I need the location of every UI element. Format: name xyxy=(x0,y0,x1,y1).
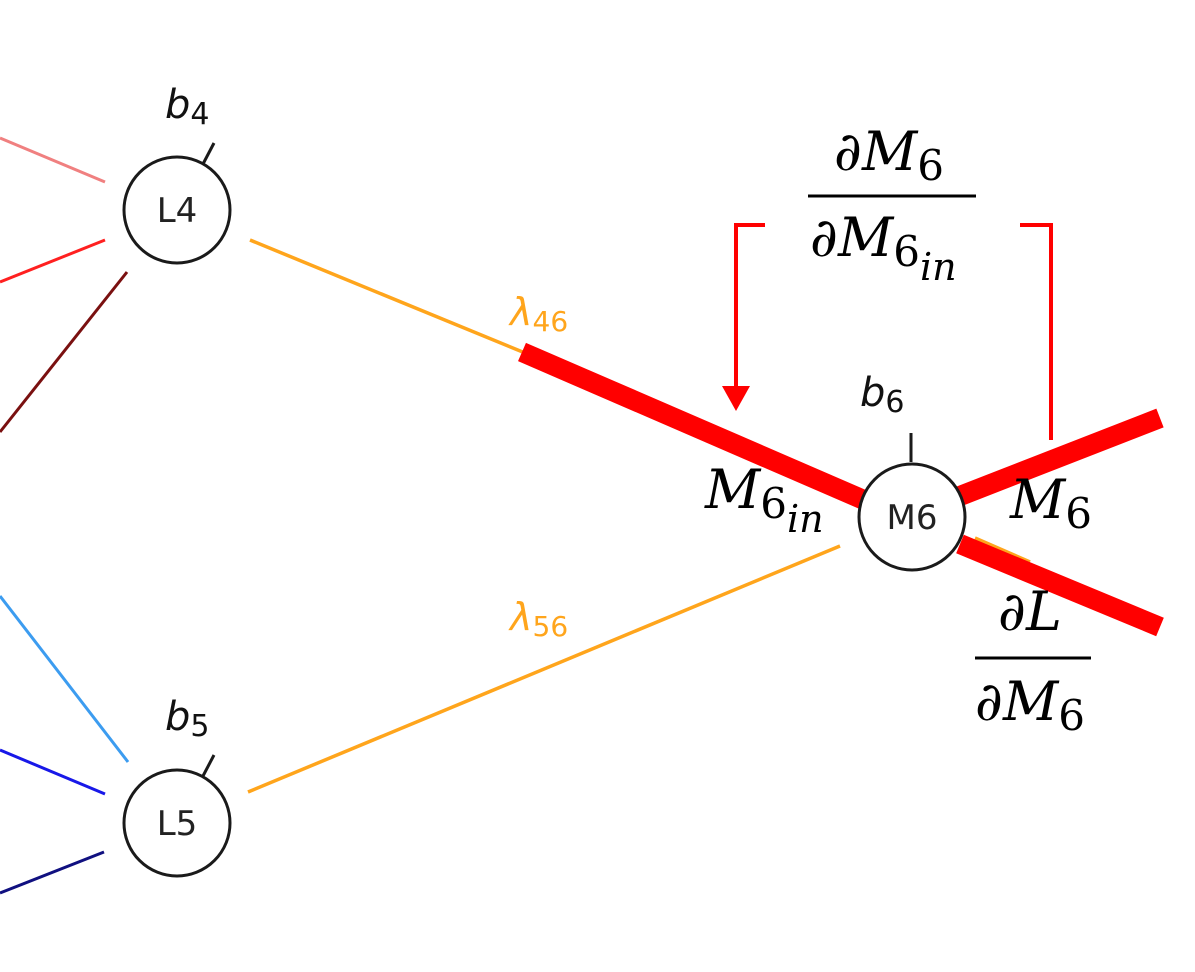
bracket-right-line xyxy=(1020,223,1053,440)
node-l5-label: L5 xyxy=(157,804,198,844)
edge-l5-m6 xyxy=(247,544,841,794)
fraction-dm6-dm6in-denominator: ∂M6in xyxy=(810,206,957,289)
fraction-dm6-dm6in: ∂M6 ∂M6in xyxy=(808,120,976,289)
weight-label-56: λ56 xyxy=(508,595,568,643)
highlight-edge-m6-in xyxy=(518,342,868,510)
fraction-dl-dm6-denominator: ∂M6 xyxy=(975,670,1085,740)
fraction-dl-dm6-numerator: ∂L xyxy=(998,580,1062,643)
fraction-dl-dm6: ∂L ∂M6 xyxy=(975,580,1091,740)
edge-in-red-l4 xyxy=(0,238,106,284)
weight-label-46: λ46 xyxy=(508,290,568,338)
node-l4-label: L4 xyxy=(157,191,198,231)
edge-in-lightblue-l5 xyxy=(0,595,130,763)
node-l5: L5 xyxy=(122,768,232,878)
bias-tick-l4 xyxy=(201,142,216,165)
bracket-left-arrow-line xyxy=(734,223,765,388)
bias-label-l5: b5 xyxy=(165,694,209,744)
edge-in-pink-l4 xyxy=(0,136,106,184)
m6-out-label: M6 xyxy=(1009,468,1092,538)
edge-m6-out-orange xyxy=(974,536,1031,564)
bias-label-l4: b4 xyxy=(165,82,209,132)
fraction-dm6-dm6in-numerator: ∂M6 xyxy=(834,120,944,190)
edge-in-blue-l5 xyxy=(0,748,106,796)
node-l4: L4 xyxy=(122,155,232,265)
node-m6: M6 xyxy=(857,462,967,572)
highlight-edge-m6-out-upper xyxy=(956,408,1164,506)
edge-in-darkred-l4 xyxy=(0,271,129,433)
arrow-down-icon xyxy=(722,386,750,411)
m6-in-label: M6in xyxy=(704,458,824,541)
node-m6-label: M6 xyxy=(887,498,938,538)
highlight-edge-m6-out-lower xyxy=(956,534,1164,637)
bias-label-m6: b6 xyxy=(860,370,904,420)
edge-l4-m6 xyxy=(249,238,531,357)
edge-in-navy-l5 xyxy=(0,850,105,895)
bias-tick-l5 xyxy=(201,754,216,777)
